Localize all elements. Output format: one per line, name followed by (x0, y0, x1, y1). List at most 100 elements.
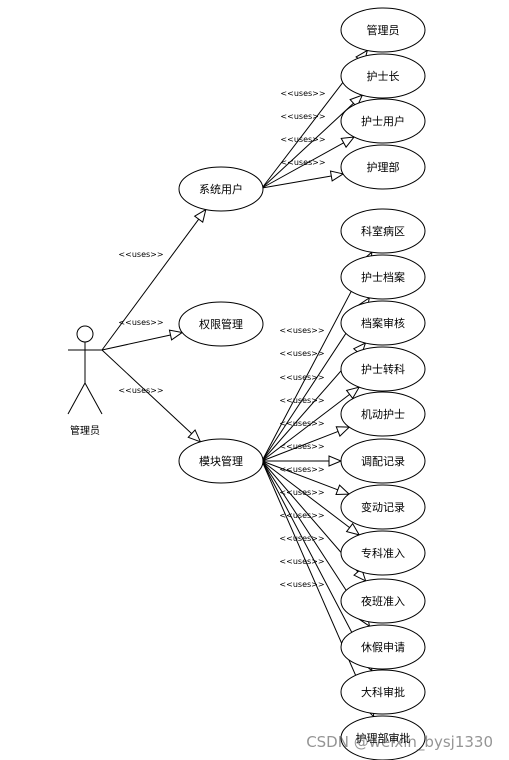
use-case-admin: 管理员 (340, 7, 426, 53)
edge-actor-permission-mgmt-stereotype: <<uses>> (118, 318, 163, 327)
edge-system-users-nurse-user-line (261, 142, 344, 189)
use-case-leave-request: 休假申请 (340, 624, 426, 670)
use-case-system-users-ellipse (178, 166, 264, 212)
edge-actor-system-users-arrowhead (193, 208, 207, 223)
edge-system-users-nurse-user-stereotype: <<uses>> (280, 135, 325, 144)
use-case-leave-request-label: 休假申请 (361, 640, 405, 654)
use-case-mobile-nurse-ellipse (340, 391, 426, 437)
use-case-file-review-ellipse (340, 300, 426, 346)
use-case-file-review-label: 档案审核 (361, 316, 405, 330)
use-case-system-users: 系统用户 (178, 166, 264, 212)
use-case-system-users-label: 系统用户 (199, 182, 243, 196)
edge-actor-module-mgmt-stereotype: <<uses>> (118, 386, 163, 395)
use-case-permission-mgmt-label: 权限管理 (199, 317, 243, 331)
use-case-nursing-dept: 护理部 (340, 144, 426, 190)
edge-module-mgmt-ward-stereotype: <<uses>> (279, 326, 324, 335)
edge-system-users-nursing-dept-line (261, 175, 332, 189)
edge-module-mgmt-specialty-access-arrowhead (345, 522, 361, 536)
edge-module-mgmt-nurse-file-stereotype: <<uses>> (279, 349, 324, 358)
use-case-night-shift-access-label: 夜班准入 (361, 594, 405, 608)
edge-system-users-head-nurse-arrowhead (349, 94, 364, 108)
edge-module-mgmt-nurse-transfer-line (261, 393, 350, 462)
edge-actor-permission-mgmt-arrowhead (168, 329, 184, 341)
use-case-nurse-user-ellipse (340, 98, 426, 144)
use-case-change-record-ellipse (340, 484, 426, 530)
use-case-head-nurse-ellipse (340, 53, 426, 99)
use-case-dept-approval-label: 大科审批 (361, 685, 405, 699)
edge-system-users-head-nurse-line (261, 102, 354, 189)
edge-system-users-nurse-user-arrowhead (340, 136, 356, 149)
edge-module-mgmt-file-review-stereotype: <<uses>> (279, 373, 324, 382)
edge-actor-module-mgmt-line (101, 349, 193, 434)
use-case-ward: 科室病区 (340, 208, 426, 254)
actor-right-leg (84, 382, 103, 415)
actor-admin: 管理员 (67, 325, 103, 437)
use-case-dept-approval-ellipse (340, 669, 426, 715)
edge-module-mgmt-dept-approval-line (261, 460, 367, 661)
use-case-nurse-file: 护士档案 (340, 254, 426, 300)
edge-module-mgmt-allocation-record-stereotype: <<uses>> (279, 442, 324, 451)
watermark: CSDN @weixin_bysj1330 (306, 733, 493, 751)
edge-actor-system-users-line (101, 218, 200, 351)
use-case-nurse-user-label: 护士用户 (361, 114, 405, 128)
actor-head (76, 325, 94, 343)
use-case-change-record: 变动记录 (340, 484, 426, 530)
use-case-dept-approval: 大科审批 (340, 669, 426, 715)
edge-module-mgmt-nurse-transfer-stereotype: <<uses>> (279, 396, 324, 405)
edge-module-mgmt-mobile-nurse-arrowhead (335, 426, 351, 437)
use-case-nurse-file-label: 护士档案 (361, 270, 405, 284)
use-case-leave-request-ellipse (340, 624, 426, 670)
use-case-specialty-access-label: 专科准入 (361, 546, 405, 560)
use-case-mobile-nurse: 机动护士 (340, 391, 426, 437)
use-case-nursing-dept-approval-label: 护理部审批 (356, 731, 411, 745)
actor-label: 管理员 (70, 424, 100, 437)
use-case-night-shift-access: 夜班准入 (340, 578, 426, 624)
use-case-allocation-record-ellipse (340, 438, 426, 484)
edge-module-mgmt-ward-line (261, 262, 367, 462)
use-case-allocation-record: 调配记录 (340, 438, 426, 484)
use-case-nurse-transfer-ellipse (340, 346, 426, 392)
use-case-head-nurse-label: 护士长 (367, 69, 400, 83)
edge-system-users-nursing-dept-stereotype: <<uses>> (280, 158, 325, 167)
use-case-admin-label: 管理员 (367, 23, 400, 37)
use-case-permission-mgmt: 权限管理 (178, 301, 264, 347)
use-case-admin-ellipse (340, 7, 426, 53)
use-case-ward-label: 科室病区 (361, 224, 405, 238)
use-case-nurse-transfer: 护士转科 (340, 346, 426, 392)
edge-module-mgmt-change-record-arrowhead (335, 484, 351, 496)
edge-module-mgmt-dept-approval-stereotype: <<uses>> (279, 557, 324, 566)
edge-system-users-head-nurse-stereotype: <<uses>> (280, 112, 325, 121)
edge-module-mgmt-night-shift-access-arrowhead (353, 567, 367, 582)
use-case-module-mgmt-label: 模块管理 (199, 454, 243, 468)
use-case-file-review: 档案审核 (340, 300, 426, 346)
actor-left-leg (67, 382, 86, 415)
use-case-module-mgmt: 模块管理 (178, 438, 264, 484)
edge-module-mgmt-allocation-record-arrowhead (328, 455, 343, 467)
edge-module-mgmt-nursing-dept-approval-stereotype: <<uses>> (279, 580, 324, 589)
edge-module-mgmt-mobile-nurse-line (261, 430, 339, 462)
edge-module-mgmt-nursing-dept-approval-line (261, 460, 370, 706)
edge-module-mgmt-mobile-nurse-stereotype: <<uses>> (279, 419, 324, 428)
use-case-module-mgmt-ellipse (178, 438, 264, 484)
edge-actor-permission-mgmt-line (101, 334, 171, 351)
edge-module-mgmt-specialty-access-stereotype: <<uses>> (279, 488, 324, 497)
use-case-specialty-access: 专科准入 (340, 530, 426, 576)
edge-module-mgmt-nurse-transfer-arrowhead (345, 386, 361, 400)
edge-module-mgmt-night-shift-access-stereotype: <<uses>> (279, 511, 324, 520)
edge-actor-system-users-stereotype: <<uses>> (118, 250, 163, 259)
use-case-nursing-dept-label: 护理部 (367, 160, 400, 174)
use-case-nursing-dept-approval: 护理部审批 (340, 715, 426, 760)
edge-system-users-admin-stereotype: <<uses>> (280, 89, 325, 98)
use-case-allocation-record-label: 调配记录 (361, 455, 405, 468)
use-case-ward-ellipse (340, 208, 426, 254)
use-case-nurse-user: 护士用户 (340, 98, 426, 144)
use-case-night-shift-access-ellipse (340, 578, 426, 624)
edge-module-mgmt-leave-request-stereotype: <<uses>> (279, 534, 324, 543)
use-case-change-record-label: 变动记录 (361, 500, 405, 514)
use-case-specialty-access-ellipse (340, 530, 426, 576)
use-case-permission-mgmt-ellipse (178, 301, 264, 347)
use-case-nursing-dept-approval-ellipse (340, 715, 426, 760)
relationship-edges: <<uses>> <<uses>> <<uses>> <<uses>> <<uses>>… (101, 49, 375, 718)
use-case-head-nurse: 护士长 (340, 53, 426, 99)
